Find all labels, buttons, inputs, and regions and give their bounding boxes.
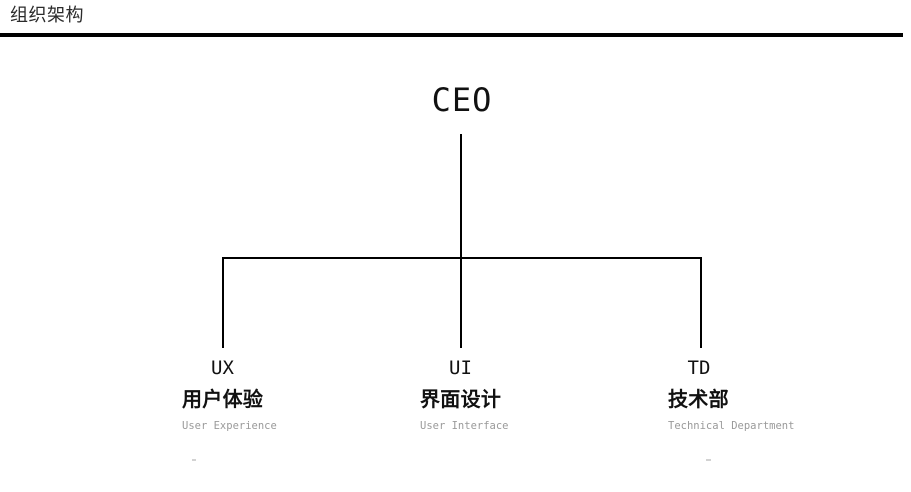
page-title: 组织架构 [10,5,84,25]
node-td-name-zh: 技术部 [668,389,729,411]
ceo-node-label: CEO [431,81,493,119]
node-td-acronym: TD [687,357,711,379]
node-ux-acronym: UX [211,357,234,379]
node-td: TD 技术部 Technical Department [668,356,795,433]
node-ui-name-en: User Interface [420,420,509,432]
node-ui-name-zh: 界面设计 [420,389,502,411]
connector-drop-td [700,257,702,348]
node-ux-name-en: User Experience [182,420,277,432]
node-td-name-en: Technical Department [668,420,795,432]
node-ux-name-zh: 用户体验 [182,389,264,411]
title-underline-rule [0,33,903,37]
faint-mark-right [706,459,711,461]
connector-branch-horizontal [222,257,701,259]
node-ui: UI 界面设计 User Interface [420,356,509,433]
node-ux: UX 用户体验 User Experience [182,356,277,433]
faint-mark-left [192,459,196,461]
connector-ceo-stem [460,134,462,348]
node-ui-acronym: UI [449,357,472,379]
connector-drop-ux [222,257,224,348]
